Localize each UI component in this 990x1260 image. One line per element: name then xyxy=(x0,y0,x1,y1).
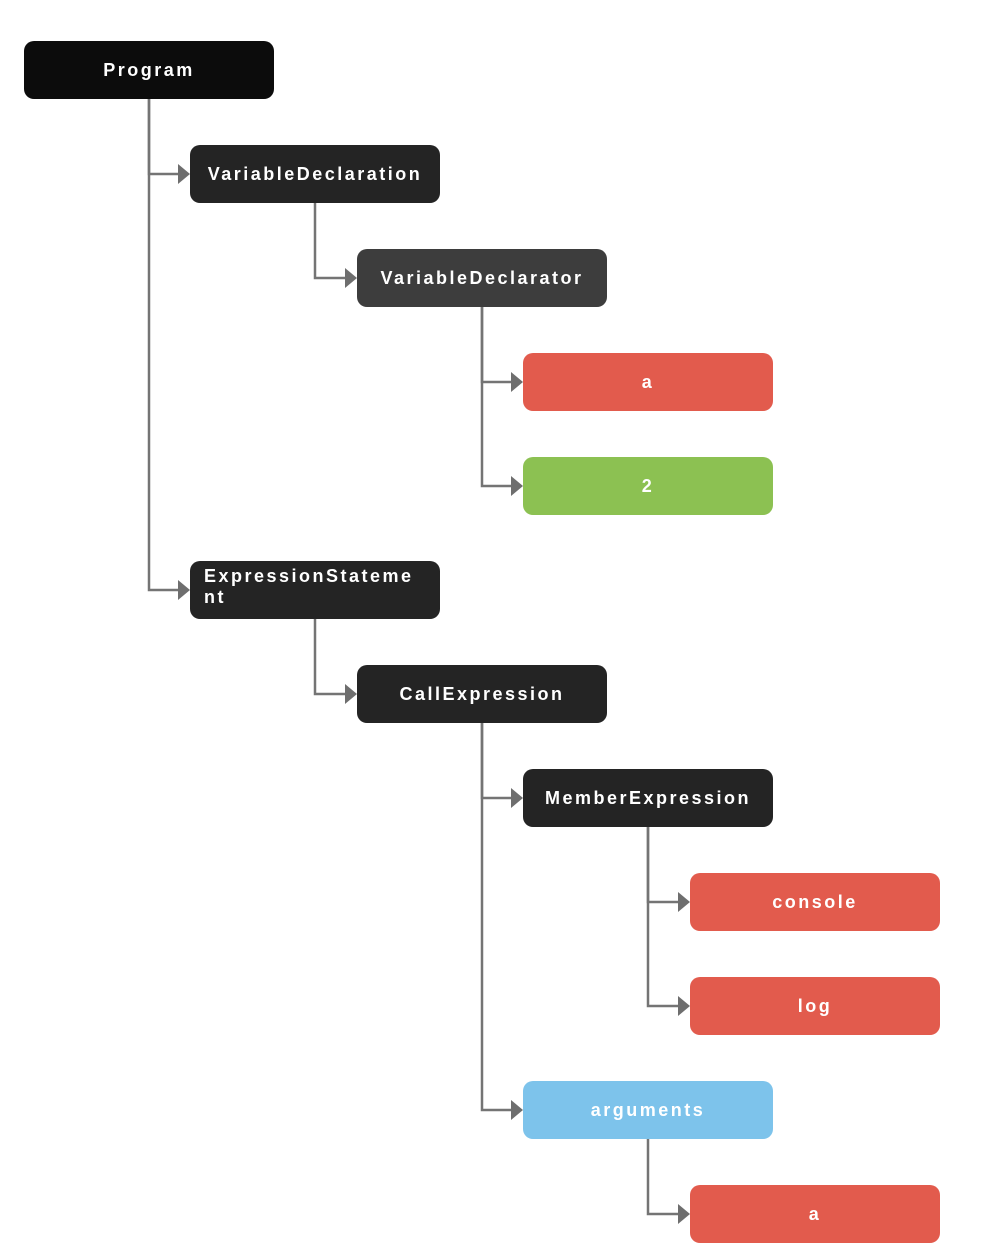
arrowhead-arguments xyxy=(511,1100,523,1120)
arrowhead-variable-declarator xyxy=(345,268,357,288)
node-program[interactable]: Program xyxy=(24,41,274,99)
node-label: VariableDeclaration xyxy=(207,163,423,184)
arrowhead-literal-2 xyxy=(511,476,523,496)
node-literal-2[interactable]: 2 xyxy=(523,457,773,515)
arrowhead-identifier-a xyxy=(511,372,523,392)
node-member-expression[interactable]: MemberExpression xyxy=(523,769,773,827)
arrowhead-identifier-log xyxy=(678,996,690,1016)
edge-program-expression-statement xyxy=(147,99,178,592)
node-expression-statement[interactable]: ExpressionStatement xyxy=(190,561,440,619)
node-label: a xyxy=(808,1203,822,1224)
edge-variable-declaration-variable-declarator xyxy=(313,203,345,280)
edge-call-expression-arguments xyxy=(480,723,511,1112)
node-label: MemberExpression xyxy=(544,787,752,808)
node-label: ExpressionStatement xyxy=(204,566,414,608)
node-label: 2 xyxy=(641,475,655,496)
arrowhead-identifier-a-arg xyxy=(678,1204,690,1224)
arrowhead-expression-statement xyxy=(178,580,190,600)
edge-expression-statement-call-expression xyxy=(313,619,345,696)
edge-variable-declarator-literal-2 xyxy=(480,307,511,488)
node-label: log xyxy=(797,995,833,1016)
node-label: VariableDeclarator xyxy=(380,267,584,288)
node-label: Program xyxy=(103,59,195,80)
node-identifier-a-arg[interactable]: a xyxy=(690,1185,940,1243)
node-label: arguments xyxy=(590,1099,706,1120)
node-call-expression[interactable]: CallExpression xyxy=(357,665,607,723)
node-label: CallExpression xyxy=(399,683,565,704)
edge-program-variable-declaration xyxy=(147,99,178,176)
node-variable-declaration[interactable]: VariableDeclaration xyxy=(190,145,440,203)
arrowhead-variable-declaration xyxy=(178,164,190,184)
edge-variable-declarator-identifier-a xyxy=(480,307,511,384)
node-label: a xyxy=(641,371,655,392)
arrowhead-identifier-console xyxy=(678,892,690,912)
node-label: console xyxy=(772,891,858,912)
node-variable-declarator[interactable]: VariableDeclarator xyxy=(357,249,607,307)
node-identifier-log[interactable]: log xyxy=(690,977,940,1035)
arrowhead-call-expression xyxy=(345,684,357,704)
node-arguments[interactable]: arguments xyxy=(523,1081,773,1139)
node-identifier-console[interactable]: console xyxy=(690,873,940,931)
arrowhead-member-expression xyxy=(511,788,523,808)
edge-arguments-identifier-a-arg xyxy=(646,1139,678,1216)
edge-call-expression-member-expression xyxy=(480,723,511,800)
edge-member-expression-identifier-log xyxy=(646,827,678,1008)
node-identifier-a[interactable]: a xyxy=(523,353,773,411)
edge-member-expression-identifier-console xyxy=(646,827,678,904)
